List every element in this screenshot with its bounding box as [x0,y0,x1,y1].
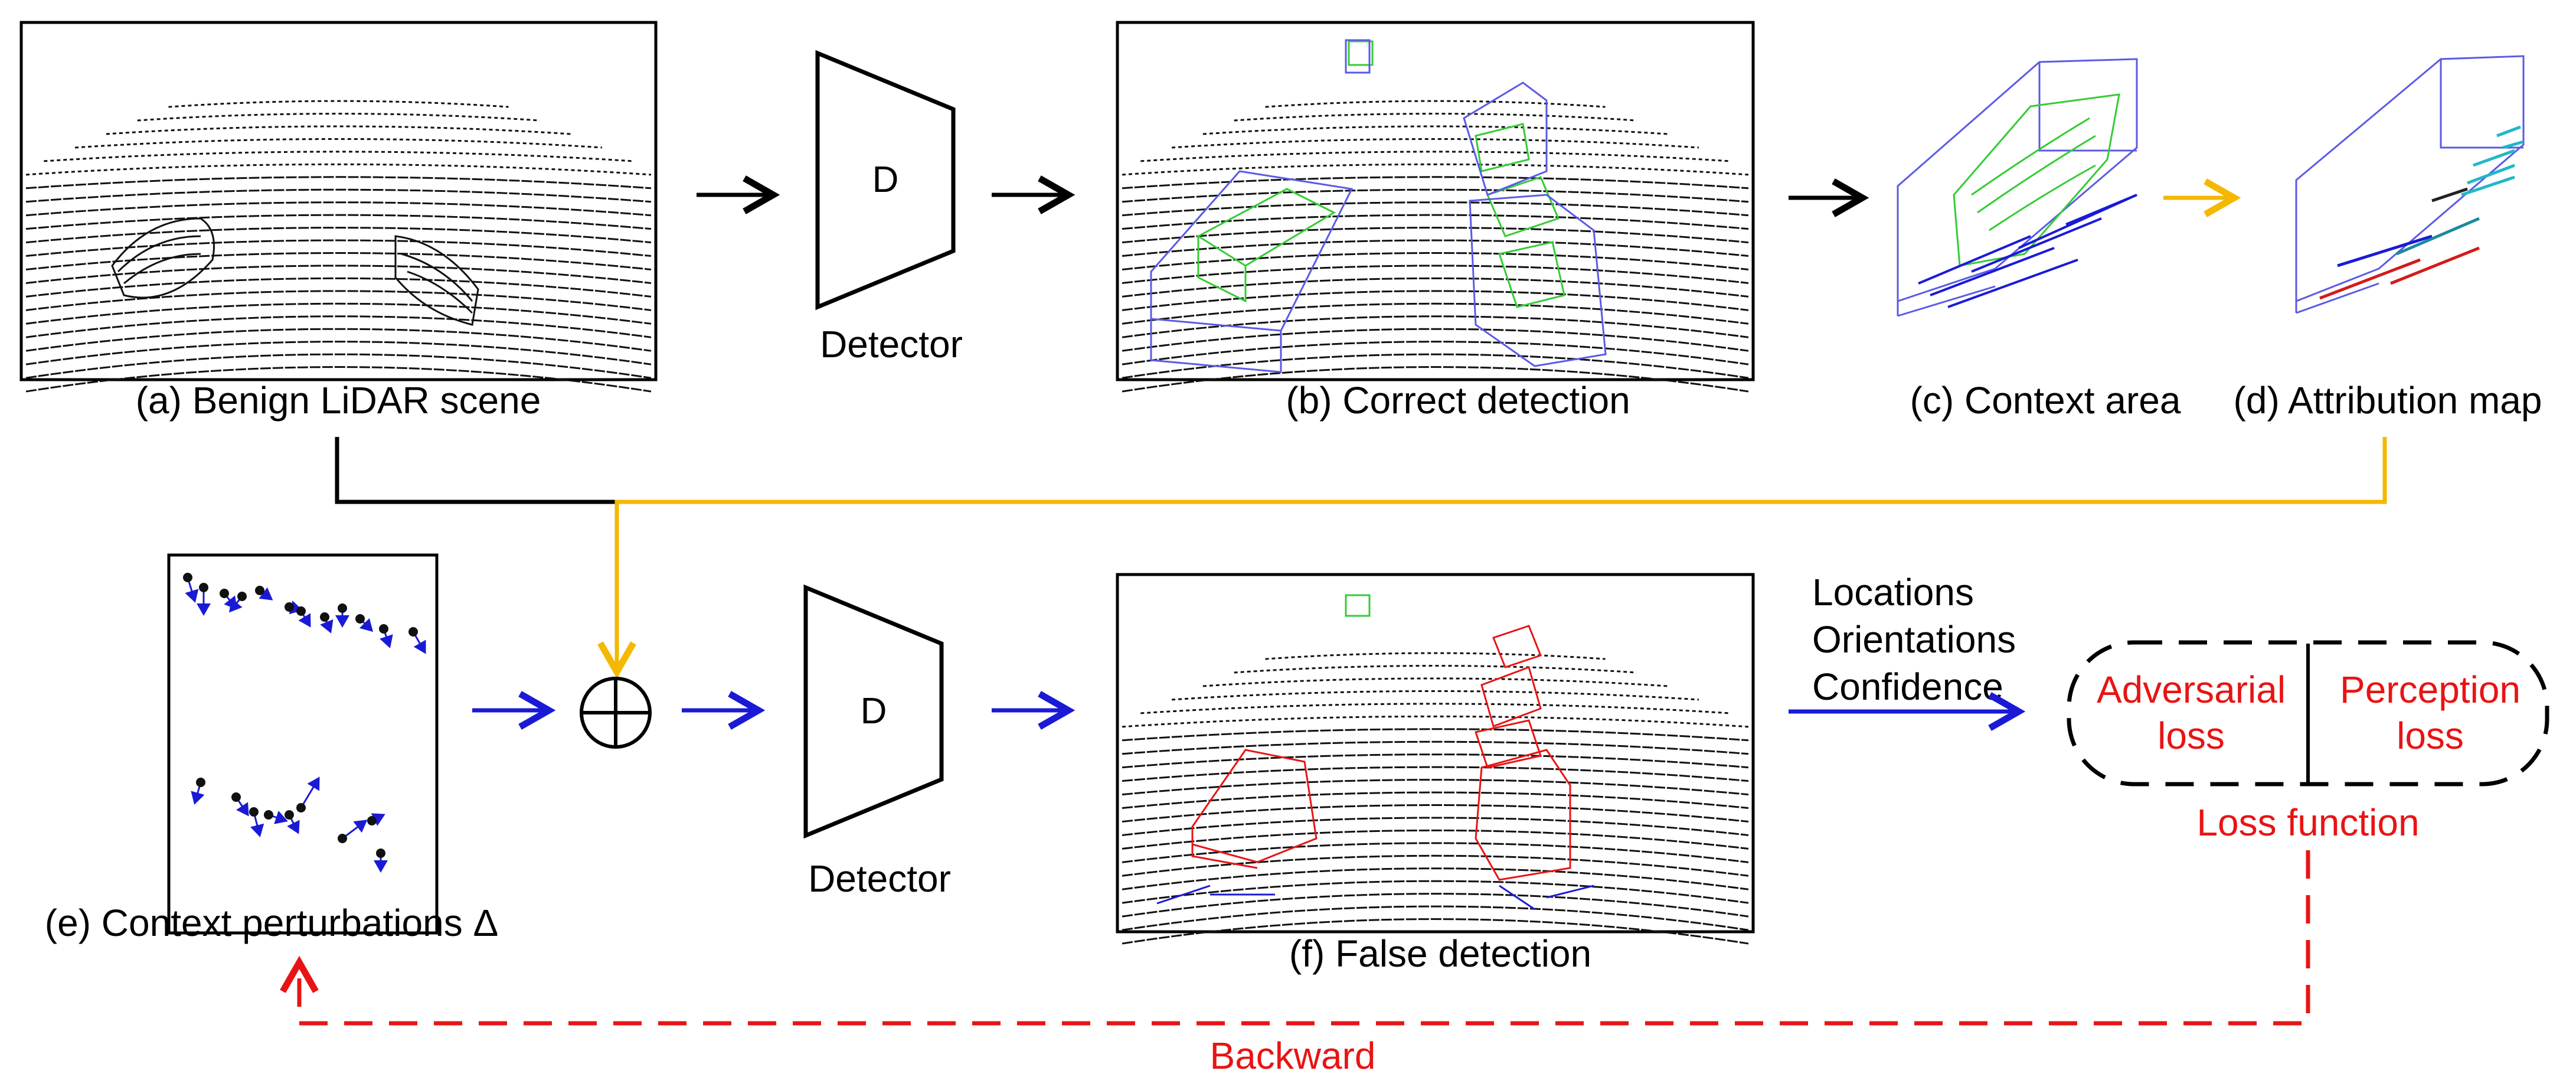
panel-d-attribution-map: (d) Attribution map [2234,55,2542,422]
detector-top-letter: D [872,159,899,200]
connector-black-a-to-sum [335,437,617,504]
car-blob-right-a [394,235,479,326]
perception-loss-line1: Perception [2340,668,2521,711]
detector-top-label: Detector [820,323,963,365]
blue-perturb-points-f [1156,885,1594,910]
output-locations: Locations [1812,571,1974,613]
car-blob-left-a [111,217,215,299]
red-boxes-f [1191,625,1571,881]
scan-lines-f [1122,652,1749,945]
connector-yellow-d-to-sum [597,437,2387,679]
caption-c: (c) Context area [1910,379,2181,422]
detector-top: D Detector [815,50,963,365]
adversarial-loss-line2: loss [2157,714,2225,757]
caption-e: (e) Context perturbations Δ [45,902,498,944]
output-orientations: Orientations [1812,618,2016,661]
backward-path [280,850,2310,1026]
panel-c-context-area: (c) Context area [1897,58,2181,422]
perturbation-vectors-bottom [191,776,388,873]
context-box-d [2295,55,2525,314]
caption-f: (f) False detection [1289,932,1591,975]
context-points-c [1918,194,2137,308]
green-small-box-f [1345,594,1371,617]
caption-a: (a) Benign LiDAR scene [136,379,541,422]
loss-function-box: Adversarial loss Perception loss Loss fu… [2067,640,2549,844]
perturbation-vectors-top [183,573,426,654]
blue-boxes-b [1150,39,1607,373]
caption-b: (b) Correct detection [1286,379,1630,422]
panel-a-lidar-scene: (a) Benign LiDAR scene [19,21,658,422]
loss-function-label: Loss function [2196,801,2419,844]
detector-bottom-label: Detector [808,857,951,900]
green-boxes-b [1197,40,1565,308]
context-box-c [1897,58,2138,317]
detector-bottom-letter: D [861,691,887,732]
panel-e-context-perturbations: (e) Context perturbations Δ [45,553,498,944]
attribution-points-d [2319,125,2524,300]
backward-label: Backward [1210,1034,1376,1077]
detector-bottom: D Detector [803,584,951,900]
adversarial-loss-line1: Adversarial [2097,668,2286,711]
panel-b-correct-detection: (b) Correct detection [1116,21,1755,422]
detector-outputs: Locations Orientations Confidence [1812,571,2016,708]
caption-d: (d) Attribution map [2234,379,2542,422]
sum-operator [580,677,652,749]
panel-f-false-detection: (f) False detection [1116,573,1755,975]
scan-lines-b [1122,100,1749,393]
perception-loss-line2: loss [2397,714,2464,757]
scan-lines-a [25,100,652,393]
output-confidence: Confidence [1812,665,2003,708]
